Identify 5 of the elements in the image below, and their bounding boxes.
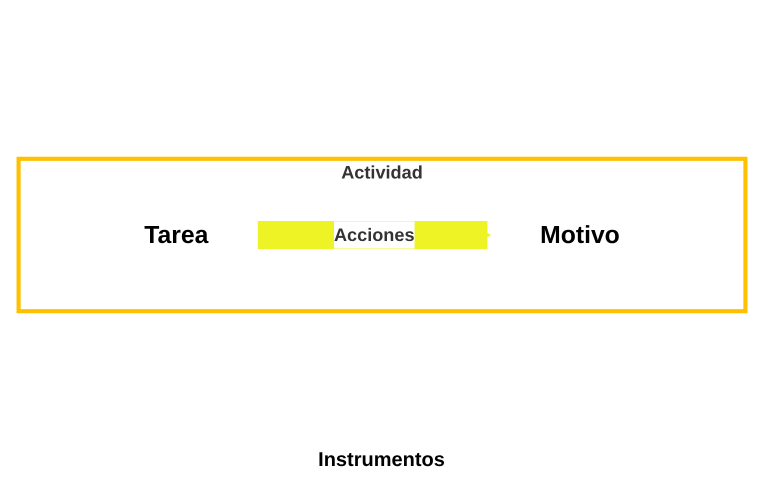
node-text: Tarea: [144, 220, 208, 248]
edge-label: Acciones: [333, 224, 414, 245]
arrow: [257, 220, 491, 248]
note-text: Instrumentos: [318, 448, 445, 472]
node-text: Motivo: [540, 220, 620, 248]
